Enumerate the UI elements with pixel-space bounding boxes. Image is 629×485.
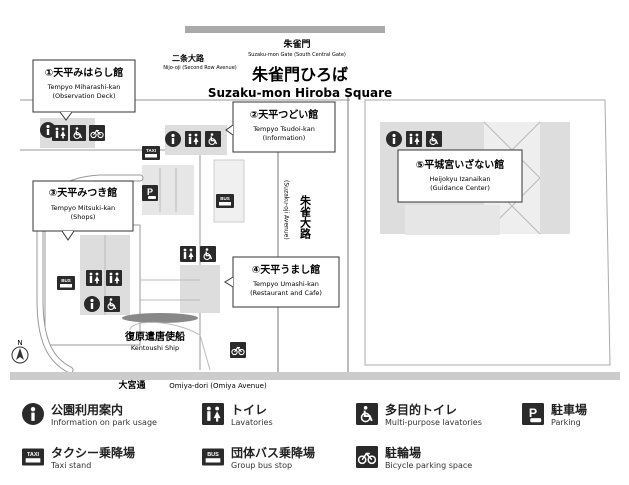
toilet-icon — [406, 131, 422, 147]
bus-icon — [57, 276, 75, 290]
tsudoi-en1: Tempyo Tsudoi-kan — [252, 125, 315, 133]
gate-label-jp: 朱雀門 — [282, 38, 310, 50]
callout-izanaikan[interactable]: ⑤平城宮いざない館 Heijokyu Izanaikan (Guidance C… — [397, 149, 523, 203]
accessible-toilet-icon — [199, 245, 217, 263]
toilet-icon — [106, 270, 122, 286]
umashi-en1: Tempyo Umashi-kan — [252, 280, 319, 288]
ship-label-jp: 復原遣唐使船 — [124, 330, 185, 343]
legend-taxi-jp: タクシー乗降場 — [51, 446, 136, 460]
miharashi-en2: (Observation Deck) — [52, 92, 115, 100]
toilet-icon — [86, 270, 102, 286]
legend-info-en: Information on park usage — [51, 418, 157, 427]
plaza-label-en: Suzaku-mon Hiroba Square — [208, 86, 392, 100]
bicycle-icon — [229, 341, 247, 359]
legend-accessible-en: Multi-purpose lavatories — [385, 418, 482, 427]
parking-icon — [522, 403, 544, 425]
umashi-building — [180, 265, 220, 313]
suzaku-road-label-en: (Suzaku-oji Avenue) — [283, 180, 290, 240]
accessible-toilet-icon — [425, 130, 443, 148]
toilet-icon — [185, 131, 201, 147]
miharashi-jp: ①天平みはらし館 — [45, 66, 123, 79]
mitsuki-en1: Tempyo Mitsuki-kan — [50, 204, 115, 212]
kentoushi-ship — [122, 313, 198, 323]
toilet-icon — [52, 125, 68, 141]
info-icon — [22, 403, 44, 425]
tsudoi-en2: (Information) — [263, 134, 306, 142]
legend-accessible-jp: 多目的トイレ — [385, 403, 458, 417]
legend-taxi-en: Taxi stand — [51, 461, 92, 470]
legend-bus-jp: 団体バス乗降場 — [231, 446, 316, 460]
accessible-toilet-icon — [69, 124, 87, 142]
legend-parking-jp: 駐車場 — [551, 403, 588, 417]
gate-label-en: Suzaku-mon Gate (South Central Gate) — [248, 52, 346, 58]
suzaku-road-label-jp: 朱雀大路 — [299, 194, 313, 240]
bus-icon — [216, 194, 234, 208]
izanaikan-en1: Heijokyu Izanaikan — [429, 175, 490, 183]
omiya-road-label-en: Omiya-dori (Omiya Avenue) — [169, 382, 267, 390]
legend-info-jp: 公園利用案内 — [51, 403, 124, 417]
parking-icon — [142, 185, 158, 201]
legend-parking-en: Parking — [551, 418, 581, 427]
taxi-icon — [142, 146, 160, 160]
nijo-road-label-en: Nijo-oji (Second Row Avenue) — [163, 65, 236, 71]
tsudoi-jp: ②天平つどい館 — [250, 108, 318, 121]
suzaku-avenue — [278, 138, 348, 374]
toilet-icon — [202, 403, 224, 425]
ship-label-en: Kentoushi Ship — [131, 344, 179, 352]
accessible-toilet-icon — [103, 295, 121, 313]
izanaikan-grounds — [364, 99, 611, 366]
omiya-road — [10, 372, 620, 380]
info-icon — [165, 131, 181, 147]
compass-icon — [11, 346, 29, 364]
accessible-toilet-icon — [204, 130, 222, 148]
legend-bicycle-en: Bicycle parking space — [385, 461, 473, 470]
bicycle-icon — [356, 446, 378, 468]
legend-toilet-en: Lavatories — [231, 418, 273, 427]
site-map: N 朱雀門 Suzaku-mon Gate (South Central Gat… — [10, 26, 620, 390]
omiya-road-label-jp: 大宮通 — [118, 379, 145, 390]
callout-mitsuki[interactable]: ③天平みつき館 Tempyo Mitsuki-kan (Shops) — [32, 180, 134, 241]
izanaikan-jp: ⑤平城宮いざない館 — [416, 158, 504, 171]
bus-icon — [202, 448, 224, 466]
gate-bar — [185, 26, 385, 33]
compass-label: N — [17, 339, 22, 347]
nijo-road-label-jp: 二条大路 — [172, 53, 205, 63]
taxi-icon — [22, 448, 44, 466]
legend-bus-en: Group bus stop — [231, 461, 293, 470]
accessible-toilet-icon — [356, 403, 378, 425]
mitsuki-en2: (Shops) — [71, 213, 96, 221]
umashi-en2: (Restaurant and Cafe) — [250, 289, 322, 297]
mitsuki-jp: ③天平みつき館 — [49, 186, 117, 199]
legend-toilet-jp: トイレ — [231, 403, 268, 417]
miharashi-en1: Tempyo Miharashi-kan — [47, 83, 121, 91]
toilet-icon — [180, 246, 196, 262]
legend-bicycle-jp: 駐輪場 — [385, 446, 422, 460]
umashi-jp: ④天平うまし館 — [252, 263, 320, 276]
plaza-label-jp: 朱雀門ひろば — [252, 65, 348, 84]
callout-umashi[interactable]: ④天平うまし館 Tempyo Umashi-kan (Restaurant an… — [224, 256, 340, 308]
info-icon — [84, 296, 100, 312]
callout-miharashi[interactable]: ①天平みはらし館 Tempyo Miharashi-kan (Observati… — [32, 59, 136, 121]
callout-tsudoi[interactable]: ②天平つどい館 Tempyo Tsudoi-kan (Information) — [225, 101, 336, 153]
info-icon — [386, 131, 402, 147]
bicycle-icon — [88, 124, 106, 142]
izanaikan-en2: (Guidance Center) — [430, 184, 490, 192]
